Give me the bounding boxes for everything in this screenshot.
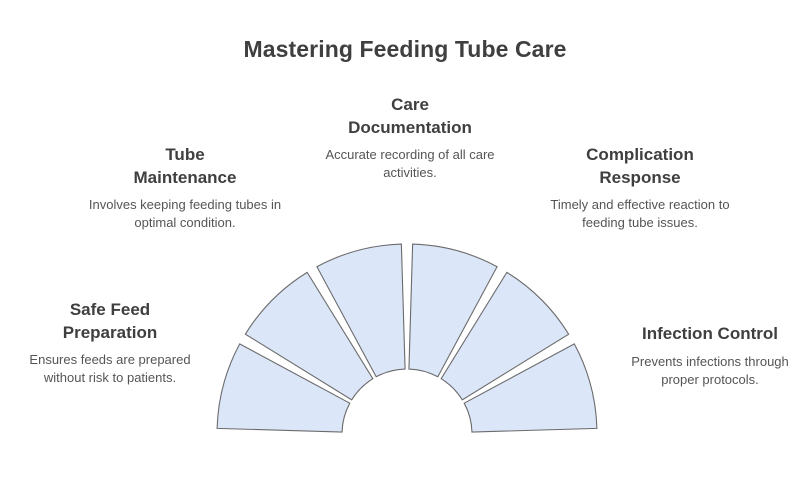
label-tube-maintenance: Tube Maintenance Involves keeping feedin… — [78, 144, 292, 232]
diagram-segment-6[interactable] — [463, 343, 598, 433]
segments-group — [216, 243, 598, 433]
label-complication-response: Complication Response Timely and effecti… — [537, 144, 743, 232]
label-description: Involves keeping feeding tubes in optima… — [88, 197, 282, 231]
label-safe-feed-preparation: Safe Feed Preparation Ensures feeds are … — [8, 299, 212, 387]
label-title: Complication Response — [586, 145, 694, 187]
diagram-segment-2[interactable] — [244, 271, 374, 401]
diagram-segment-4[interactable] — [408, 243, 498, 378]
label-description: Accurate recording of all care activitie… — [325, 147, 495, 181]
label-title: Safe Feed Preparation — [62, 300, 158, 342]
label-title: Tube Maintenance — [133, 145, 237, 187]
diagram-segment-5[interactable] — [440, 271, 570, 401]
diagram-segment-3[interactable] — [316, 243, 406, 378]
page-title: Mastering Feeding Tube Care — [243, 36, 567, 62]
label-description: Prevents infections through proper proto… — [631, 353, 789, 387]
diagram-segment-1[interactable] — [216, 343, 351, 433]
label-description: Ensures feeds are prepared without risk … — [29, 352, 191, 386]
label-care-documentation: Care Documentation Accurate recording of… — [305, 94, 515, 182]
label-title: Care Documentation — [348, 95, 472, 137]
label-infection-control: Infection Control Prevents infections th… — [612, 323, 808, 388]
label-title: Infection Control — [642, 324, 778, 343]
label-description: Timely and effective reaction to feeding… — [550, 197, 730, 231]
